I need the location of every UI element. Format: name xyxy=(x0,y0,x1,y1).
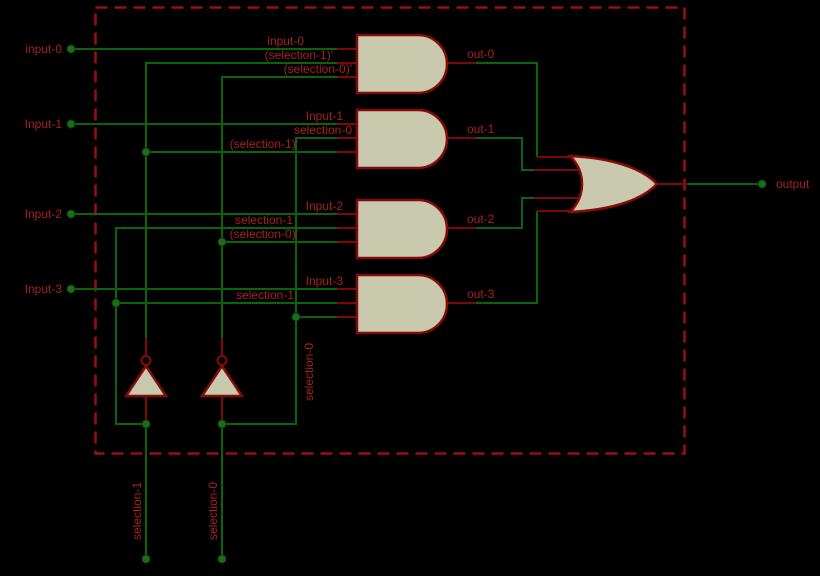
wire-selection-0-inverted xyxy=(221,76,337,338)
wire-out-1 xyxy=(476,137,534,171)
junction-dot xyxy=(217,419,227,429)
junction-dot xyxy=(217,237,227,247)
out-1-label: out-1 xyxy=(467,122,495,136)
wire-selection-0-net xyxy=(222,137,337,425)
selection-0-terminal-dot xyxy=(217,554,227,564)
input-0-label: input-0 xyxy=(25,42,62,56)
out-0-label: out-0 xyxy=(467,47,495,61)
input-3-dot xyxy=(66,284,76,294)
and-1-pin-1-label: selection-0 xyxy=(294,123,352,137)
output-terminal-dot xyxy=(757,179,767,189)
or-gate xyxy=(566,154,659,214)
and-3-pin-0-label: Input-3 xyxy=(306,274,344,288)
input-3-label: Input-3 xyxy=(25,282,63,296)
out-3-label: out-3 xyxy=(467,287,495,301)
selection-1-label: selection-1 xyxy=(130,482,144,540)
and-3-pin-2-label: selection-0 xyxy=(302,343,316,401)
module-boundary xyxy=(94,6,686,455)
junction-dot xyxy=(111,298,121,308)
and-2-pin-2-label: (selection-0)' xyxy=(230,227,298,241)
and-3-pins xyxy=(337,288,476,318)
and-1-pin-2-label: (selection-1)' xyxy=(230,137,298,151)
input-0-dot xyxy=(66,44,76,54)
selection-0-label: selection-0 xyxy=(206,482,220,540)
and-gate-0 xyxy=(355,33,449,95)
input-2-label: Input-2 xyxy=(25,207,63,221)
and-0-pin-1-label: (selection-1)' xyxy=(265,48,333,62)
and-2-pins xyxy=(337,213,476,243)
wire-out-0 xyxy=(476,62,538,157)
not-gate-1-triangle xyxy=(123,363,169,398)
not-gate-0 xyxy=(199,355,245,398)
not-gate-1 xyxy=(123,355,169,398)
and-gate-2 xyxy=(355,198,449,260)
selection-1-terminal-dot xyxy=(141,554,151,564)
junction-dots xyxy=(66,44,767,564)
input-1-label: Input-1 xyxy=(25,117,63,131)
and-3-pin-1-label: selection-1 xyxy=(236,288,294,302)
junction-dot xyxy=(141,147,151,157)
and-gate-3 xyxy=(355,273,449,335)
input-2-dot xyxy=(66,209,76,219)
and-0-pin-2-label: (selection-0)' xyxy=(284,62,352,76)
and-0-pin-0-label: input-0 xyxy=(267,34,304,48)
not-gate-0-bubble xyxy=(216,355,228,366)
wire-selection-1-net xyxy=(115,227,337,425)
or-gate-pins xyxy=(534,156,688,212)
labels: input-0 Input-1 Input-2 Input-3 input-0 … xyxy=(25,34,810,540)
junction-dot xyxy=(291,312,301,322)
and-2-pin-0-label: Input-2 xyxy=(306,199,344,213)
wire-out-3 xyxy=(476,211,538,304)
out-2-label: out-2 xyxy=(467,212,495,226)
not-gate-1-bubble xyxy=(140,355,152,366)
and-1-pin-0-label: Input-1 xyxy=(306,109,344,123)
and-2-pin-1-label: selection-1 xyxy=(235,213,293,227)
wire-selection-1-inverted xyxy=(145,62,337,338)
and-1-pins xyxy=(337,123,476,153)
input-1-dot xyxy=(66,119,76,129)
wires xyxy=(71,48,762,559)
junction-dot xyxy=(141,419,151,429)
not-gate-stems xyxy=(145,338,223,423)
and-gate-1 xyxy=(355,108,449,170)
and-0-pins xyxy=(337,48,476,78)
output-label: output xyxy=(776,177,810,191)
pin-stubs xyxy=(145,48,688,423)
not-gate-0-triangle xyxy=(199,363,245,398)
wire-out-2 xyxy=(476,197,534,229)
